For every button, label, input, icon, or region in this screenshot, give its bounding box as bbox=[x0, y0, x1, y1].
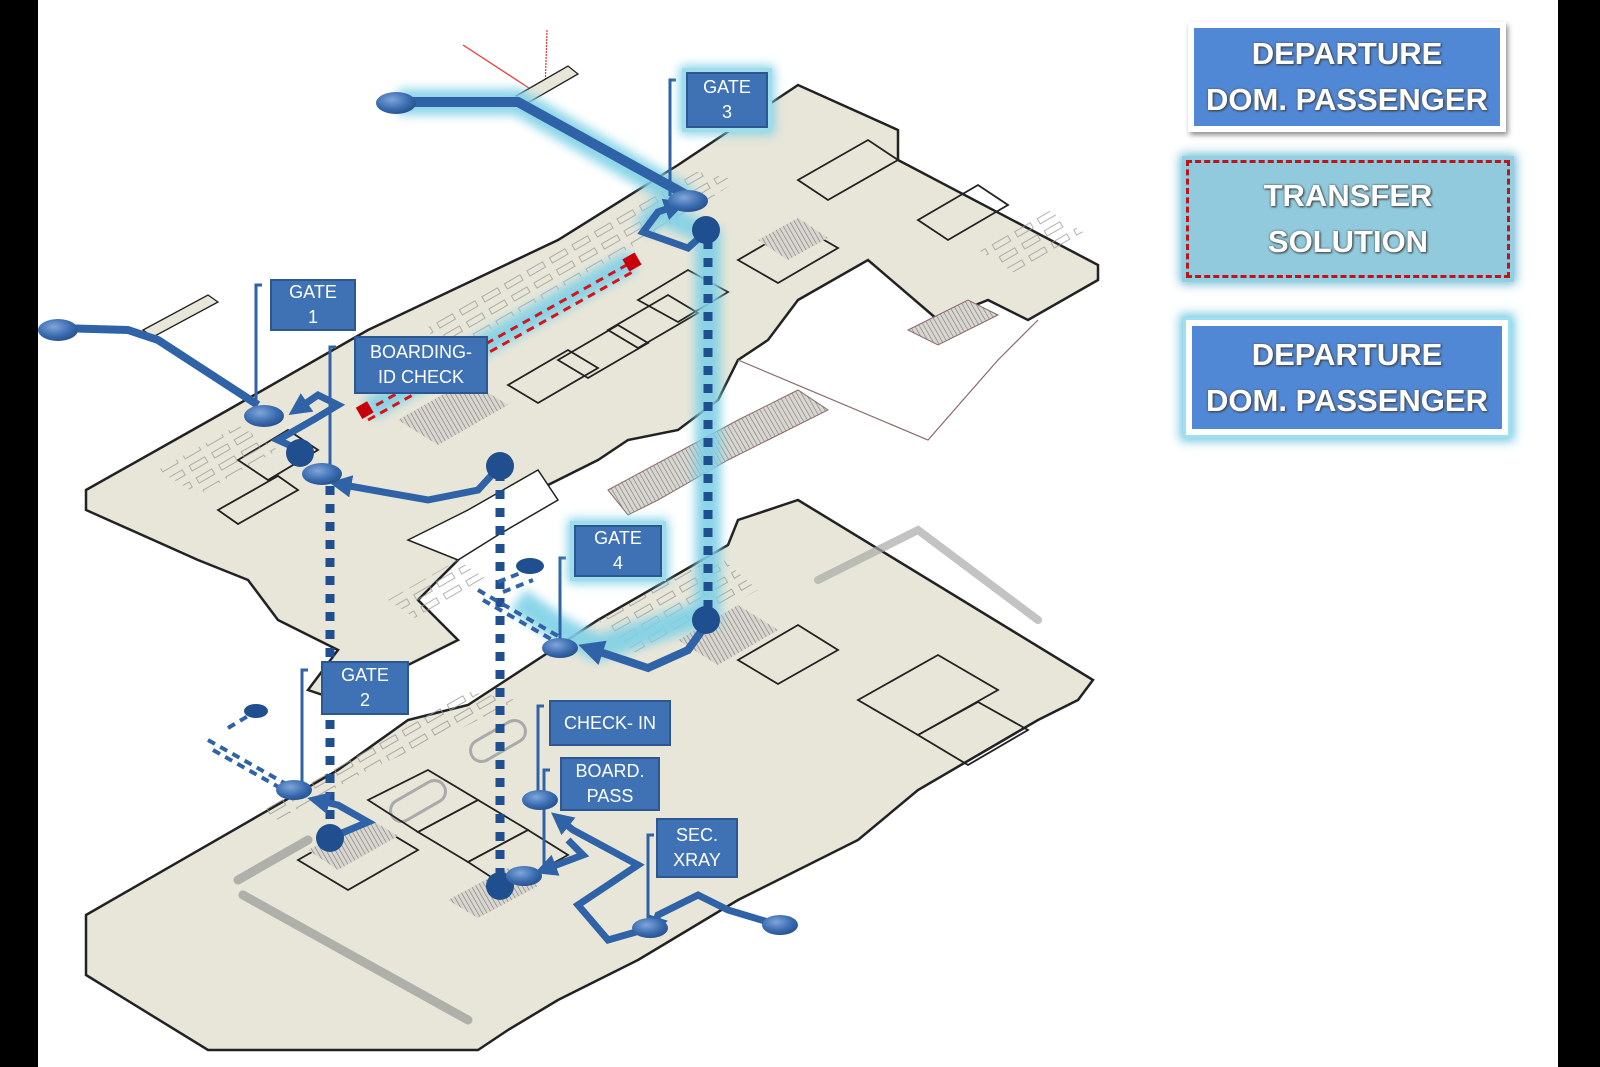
route-nodes bbox=[244, 216, 720, 900]
baggage-belt-right bbox=[814, 525, 1042, 624]
pin-icon bbox=[632, 918, 668, 938]
route-xray-to-boardpass bbox=[551, 812, 645, 944]
pin-icon bbox=[376, 92, 416, 114]
label-text: PASS bbox=[586, 786, 634, 806]
legend-text: DEPARTURE bbox=[1251, 336, 1443, 372]
node-icon bbox=[486, 452, 514, 480]
seating-area bbox=[158, 425, 278, 495]
label-text: ID CHECK bbox=[377, 367, 464, 387]
label-text: BOARDING- bbox=[369, 342, 472, 362]
letterbox-left bbox=[0, 0, 38, 1067]
transfer-path bbox=[355, 252, 642, 422]
pin-icon bbox=[244, 405, 284, 427]
pin-icon bbox=[668, 190, 708, 212]
label-boarding-id-check: BOARDING- ID CHECK bbox=[354, 336, 488, 394]
legend-transfer-solution: TRANSFER SOLUTION bbox=[1186, 160, 1510, 278]
ramp-hatch bbox=[906, 299, 1000, 346]
label-text: GATE bbox=[594, 528, 642, 548]
letterbox-right bbox=[1558, 0, 1600, 1067]
route-gate1-loop bbox=[270, 390, 346, 454]
node-icon bbox=[286, 439, 314, 467]
legend-departure-top: DEPARTURE DOM. PASSENGER bbox=[1188, 22, 1506, 132]
label-board-pass: BOARD. PASS bbox=[560, 757, 660, 811]
pin-icon bbox=[522, 790, 558, 810]
label-gate-2: GATE 2 bbox=[321, 661, 409, 715]
label-text: GATE bbox=[341, 665, 389, 685]
callout-leaders bbox=[254, 78, 676, 925]
pin-icon bbox=[276, 780, 312, 800]
seating-area bbox=[258, 690, 518, 820]
legend-text: DOM. PASSENGER bbox=[1206, 382, 1488, 418]
label-text: 3 bbox=[721, 102, 732, 122]
label-gate-3: GATE 3 bbox=[686, 72, 768, 128]
boarding-bridge bbox=[141, 294, 220, 338]
label-gate-1: GATE 1 bbox=[270, 279, 356, 331]
label-text: 2 bbox=[359, 690, 370, 710]
pin-icon bbox=[38, 319, 78, 341]
label-text: SEC. bbox=[675, 825, 718, 845]
label-text: GATE bbox=[289, 282, 337, 302]
legend-text: DEPARTURE bbox=[1251, 36, 1443, 71]
route-gate4 bbox=[578, 619, 712, 673]
route-gate3-loop bbox=[637, 198, 711, 252]
legend-text: TRANSFER bbox=[1263, 178, 1433, 213]
label-text: CHECK- IN bbox=[563, 712, 656, 733]
route-plaza-return bbox=[329, 463, 503, 504]
node-icon bbox=[692, 216, 720, 244]
label-text: GATE bbox=[703, 77, 751, 97]
route-boardpass-to-gate bbox=[534, 837, 590, 876]
legend-text: DOM. PASSENGER bbox=[1206, 82, 1488, 117]
red-guide-lines bbox=[462, 29, 548, 93]
baggage-belt-left bbox=[233, 835, 473, 1025]
node-icon bbox=[244, 704, 268, 718]
transfer-end-marker bbox=[622, 252, 642, 272]
stair-hatch bbox=[678, 605, 778, 665]
void-edge-line bbox=[737, 319, 1039, 441]
legend-departure-bottom: DEPARTURE DOM. PASSENGER bbox=[1186, 320, 1508, 435]
upper-rooms bbox=[216, 138, 1010, 526]
label-text: XRAY bbox=[673, 850, 721, 870]
label-sec-xray: SEC. XRAY bbox=[656, 818, 738, 878]
label-text: 4 bbox=[612, 553, 623, 573]
label-gate-4: GATE 4 bbox=[574, 525, 662, 577]
route-gate4-dashed bbox=[477, 568, 564, 648]
route-gate2-dashed bbox=[207, 714, 292, 796]
label-text: BOARD. bbox=[575, 761, 645, 781]
stair-hatch bbox=[758, 218, 828, 260]
stair-hatch bbox=[398, 380, 508, 445]
pin-icon bbox=[542, 638, 578, 658]
route-gate3-jetway bbox=[398, 97, 691, 201]
label-text: 1 bbox=[307, 307, 318, 327]
vertical-connectors bbox=[325, 240, 713, 880]
diagram-canvas: GATE 1 BOARDING- ID CHECK GATE 3 GATE 4 … bbox=[38, 0, 1558, 1067]
node-icon bbox=[516, 558, 544, 574]
label-check-in: CHECK- IN bbox=[549, 700, 671, 746]
legend-text: SOLUTION bbox=[1267, 224, 1429, 259]
pin-icon bbox=[302, 463, 342, 485]
seating-area bbox=[978, 210, 1088, 275]
seating-area bbox=[388, 560, 488, 620]
pin-icon bbox=[506, 866, 542, 886]
route-gate1-jetway bbox=[57, 324, 261, 409]
pin-icon bbox=[762, 915, 798, 935]
route-gate2 bbox=[307, 792, 376, 842]
node-icon bbox=[692, 606, 720, 634]
node-icon bbox=[316, 824, 344, 852]
stair-hatch bbox=[308, 818, 398, 870]
pin-markers bbox=[38, 92, 798, 938]
transfer-start-marker bbox=[355, 401, 374, 420]
